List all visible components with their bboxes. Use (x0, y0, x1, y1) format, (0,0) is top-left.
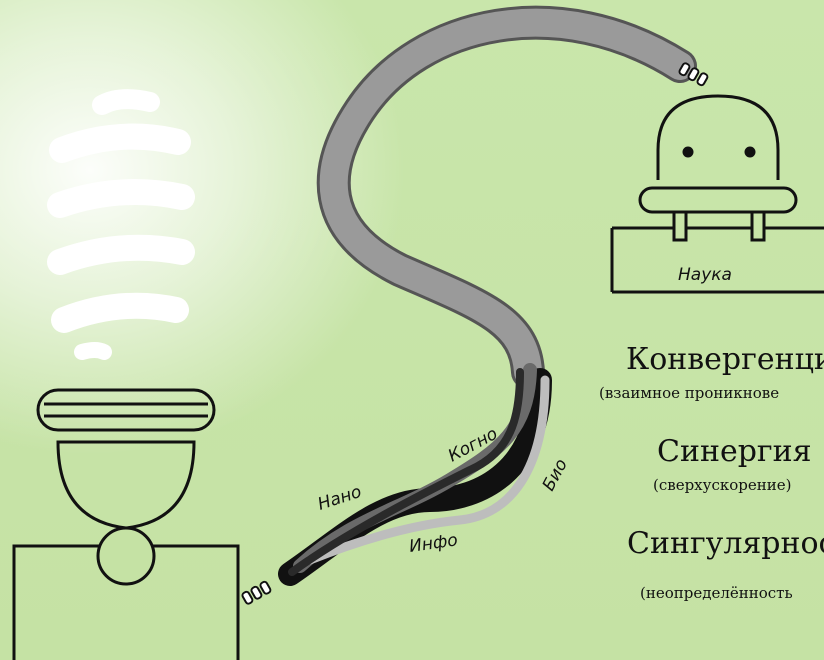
cable (334, 23, 709, 372)
term-synergy-note: (сверхускорение) (653, 476, 791, 494)
term-convergence-note: (взаимное проникнове (599, 384, 779, 402)
label-nauka: Наука (678, 265, 732, 285)
cable-tip-bottom (241, 581, 271, 605)
term-convergence-title: Конвергенци (626, 342, 824, 377)
label-nano: Нано (315, 482, 364, 515)
socket (612, 96, 824, 292)
lamp-base (14, 390, 238, 660)
braided-cable (241, 370, 545, 605)
term-singularity-note: (неопределённость (640, 584, 793, 602)
label-info: Инфо (408, 530, 459, 557)
term-synergy-title: Синергия (657, 434, 812, 469)
term-singularity-title: Сингулярнос (627, 526, 824, 561)
label-bio: Био (539, 456, 572, 495)
lamp-spiral (60, 99, 182, 352)
